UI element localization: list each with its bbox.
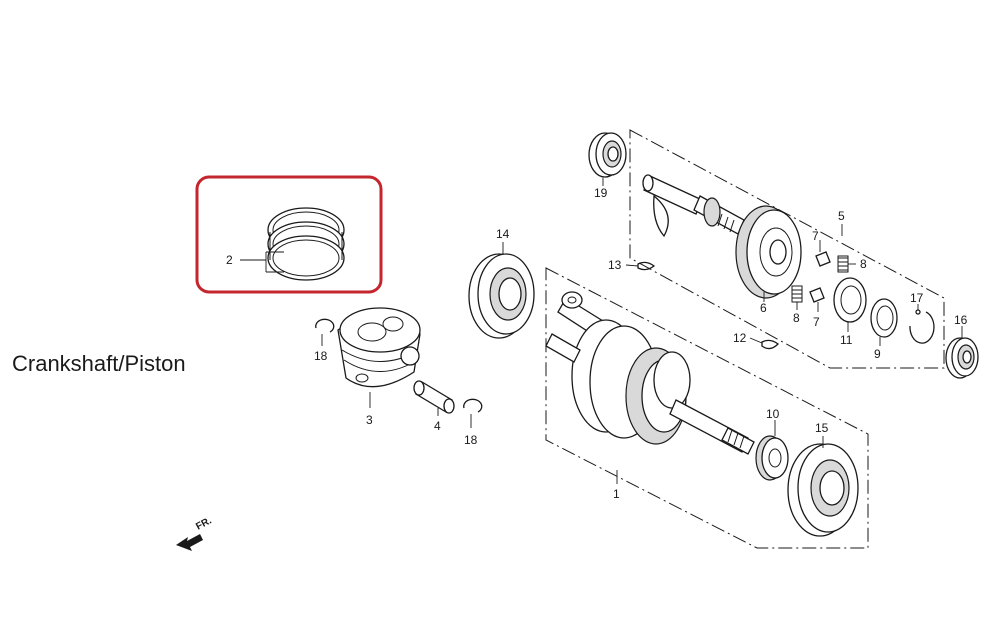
callout-3: 3 <box>366 413 373 427</box>
spring-8-lower <box>791 285 803 303</box>
circlip-left-upper <box>315 318 335 333</box>
circlip-right-lower <box>463 398 483 413</box>
callout-9: 9 <box>874 347 881 361</box>
callout-12: 12 <box>733 331 747 345</box>
washer-11 <box>833 277 867 323</box>
piston-pin <box>413 380 455 414</box>
callout-18b: 18 <box>464 433 478 447</box>
callout-15: 15 <box>815 421 829 435</box>
callout-8b: 8 <box>793 311 800 325</box>
callout-17: 17 <box>910 291 924 305</box>
callout-18a: 18 <box>314 349 328 363</box>
crankshaft-frame <box>545 267 869 549</box>
callout-2: 2 <box>226 253 233 267</box>
callout-19: 19 <box>594 186 608 200</box>
gear-6 <box>735 205 802 299</box>
callout-16: 16 <box>954 313 968 327</box>
damper-7-lower <box>809 287 825 303</box>
callout-11: 11 <box>840 333 853 347</box>
balancer-shaft <box>642 174 745 238</box>
damper-7-upper <box>815 251 831 267</box>
callout-5: 5 <box>838 209 845 223</box>
bearing-19 <box>588 132 627 178</box>
callout-7b: 7 <box>813 315 820 329</box>
balancer-frame <box>629 129 945 369</box>
front-direction-label: FR. <box>194 515 214 532</box>
leader-2 <box>240 251 284 273</box>
gear-10 <box>755 435 789 481</box>
callout-1: 1 <box>613 487 620 501</box>
callout-14: 14 <box>496 227 510 241</box>
crankshaft-assembly <box>545 291 755 455</box>
callout-7a: 7 <box>812 229 819 243</box>
callout-4: 4 <box>434 419 441 433</box>
callout-8a: 8 <box>860 257 867 271</box>
callout-10: 10 <box>766 407 780 421</box>
callout-13: 13 <box>608 258 622 272</box>
piston <box>337 307 421 388</box>
washer-9 <box>870 298 898 338</box>
leader-12 <box>749 337 763 344</box>
snap-ring-17 <box>909 309 935 344</box>
leader-13 <box>625 264 639 267</box>
bearing-16 <box>945 337 979 379</box>
bearing-14 <box>468 253 535 339</box>
spring-8-upper <box>837 255 849 273</box>
callout-6: 6 <box>760 301 767 315</box>
front-direction-arrow-icon <box>176 534 203 551</box>
key-12 <box>761 339 779 350</box>
bearing-15 <box>787 443 859 537</box>
highlight-box <box>195 175 383 294</box>
piston-ring-set <box>267 207 345 281</box>
diagram-title: Crankshaft/Piston <box>12 351 186 376</box>
